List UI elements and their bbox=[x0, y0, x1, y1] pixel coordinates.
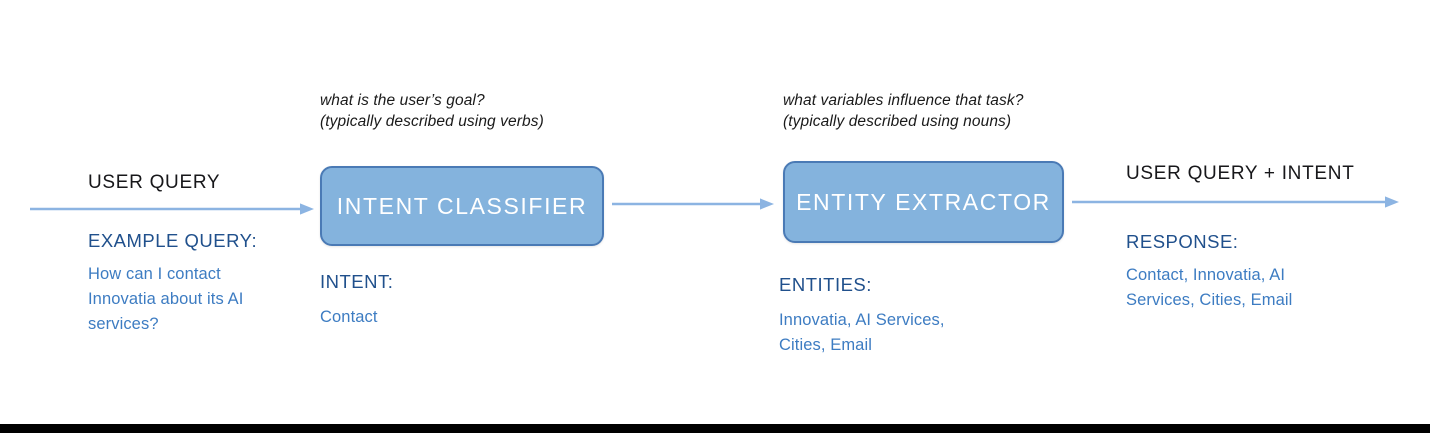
arrow-input-to-intent bbox=[30, 201, 315, 217]
response-text: Contact, Innovatia, AI Services, Cities,… bbox=[1126, 266, 1293, 310]
intent-output-label: INTENT: bbox=[320, 271, 394, 292]
arrow-entity-to-output bbox=[1072, 194, 1400, 210]
user-query-heading: USER QUERY bbox=[88, 172, 221, 193]
entities-output-text: Innovatia, AI Services, Cities, Email bbox=[779, 311, 945, 355]
entities-output-label: ENTITIES: bbox=[779, 274, 872, 295]
bottom-black-bar bbox=[0, 424, 1430, 433]
entity-extractor-caption: what variables influence that task? (typ… bbox=[783, 92, 1024, 131]
entity-extractor-box-label: ENTITY EXTRACTOR bbox=[796, 188, 1051, 215]
example-query-label: EXAMPLE QUERY: bbox=[88, 230, 258, 251]
entity-extractor-box[interactable]: ENTITY EXTRACTOR bbox=[783, 161, 1064, 243]
example-query-text: How can I contact Innovatia about its AI… bbox=[88, 265, 244, 334]
intent-output-text: Contact bbox=[320, 308, 378, 326]
intent-classifier-box-label: INTENT CLASSIFIER bbox=[336, 192, 588, 219]
user-query-intent-heading: USER QUERY + INTENT bbox=[1126, 163, 1355, 184]
intent-classifier-box[interactable]: INTENT CLASSIFIER bbox=[320, 166, 604, 246]
intent-classifier-caption: what is the user’s goal? (typically desc… bbox=[320, 92, 544, 131]
response-label: RESPONSE: bbox=[1126, 231, 1239, 252]
arrow-intent-to-entity bbox=[612, 196, 775, 212]
